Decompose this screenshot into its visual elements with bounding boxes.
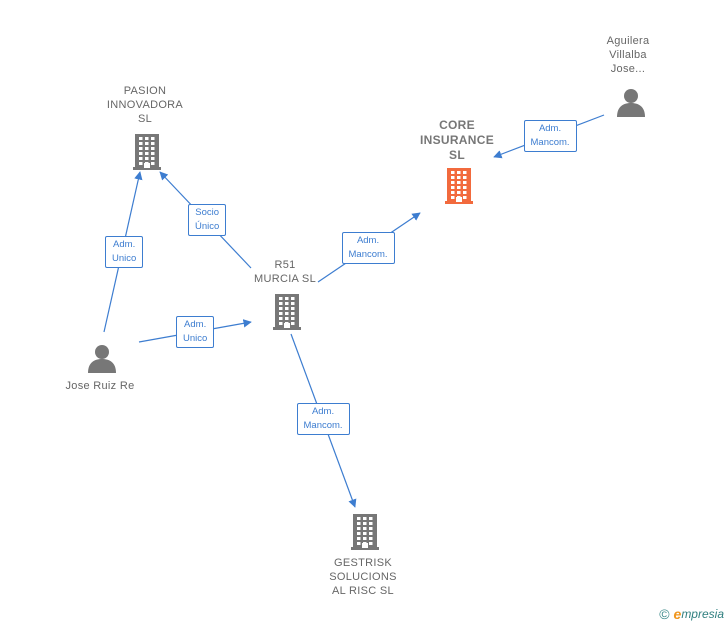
brand-name: mpresia	[681, 607, 724, 621]
edge-label-r51-to-gestrisk[interactable]: Adm. Mancom.	[296, 403, 350, 435]
node-label-r51[interactable]: R51 MURCIA SL	[254, 259, 316, 285]
copyright-symbol: ©	[659, 606, 670, 622]
node-label-jose[interactable]: Jose Ruiz Re	[65, 380, 135, 392]
building-icon[interactable]	[445, 168, 473, 209]
person-icon[interactable]	[616, 87, 646, 122]
building-icon[interactable]	[351, 514, 379, 555]
node-label-pasion[interactable]: PASION INNOVADORA SL	[106, 85, 184, 125]
edge-label-aguilera-to-core[interactable]: Adm. Mancom.	[523, 120, 577, 152]
building-icon[interactable]	[273, 294, 301, 335]
building-icon[interactable]	[133, 134, 161, 175]
edge-label-jose-to-r51[interactable]: Adm. Unico	[176, 316, 215, 348]
edge-label-jose-to-pasion[interactable]: Adm. Unico	[105, 236, 144, 268]
edge-label-r51-to-pasion[interactable]: Socio Único	[188, 204, 227, 236]
brand-initial: e	[673, 606, 682, 622]
node-label-gestrisk[interactable]: GESTRISK SOLUCIONS AL RISC SL	[329, 557, 397, 597]
edge-label-r51-to-core[interactable]: Adm. Mancom.	[341, 232, 395, 264]
node-label-aguilera[interactable]: Aguilera Villalba Jose...	[606, 35, 650, 75]
node-label-core[interactable]: CORE INSURANCE SL	[419, 117, 495, 162]
person-icon[interactable]	[87, 343, 117, 378]
